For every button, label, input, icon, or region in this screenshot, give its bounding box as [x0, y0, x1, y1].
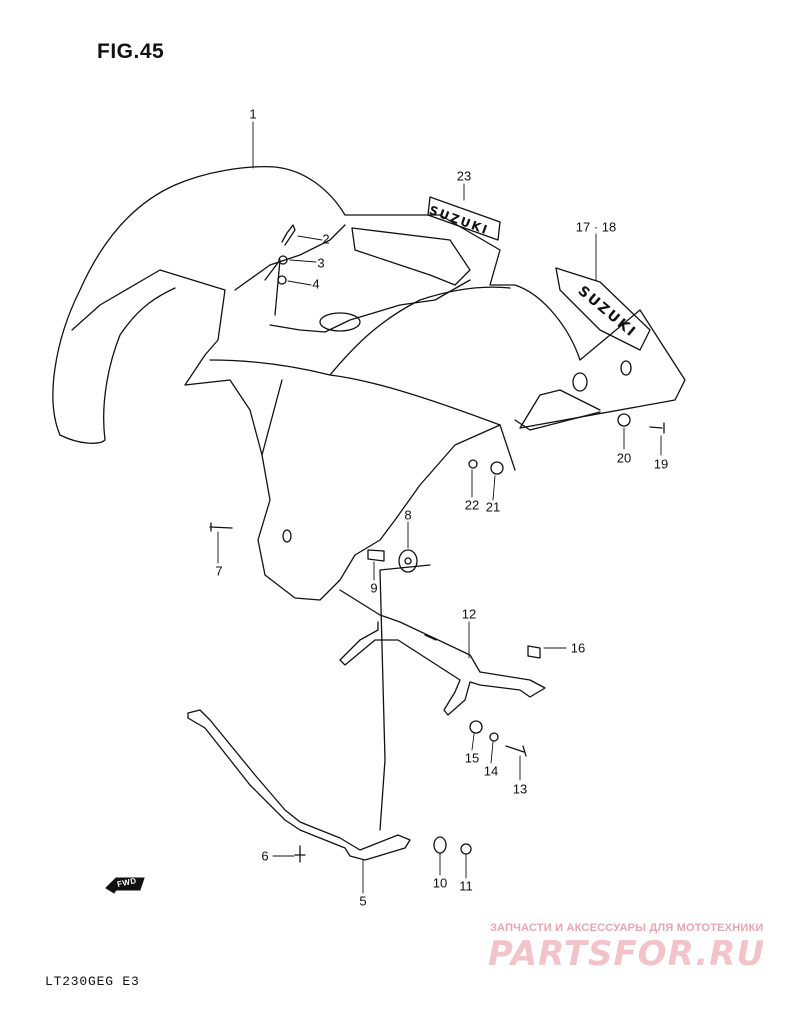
callout-16[interactable]: 16 — [570, 640, 586, 656]
brace-5 — [187, 564, 431, 861]
callout-10[interactable]: 10 — [432, 875, 448, 891]
callout-12[interactable]: 12 — [461, 606, 477, 622]
fasteners — [209, 224, 665, 863]
callout-2[interactable]: 2 — [322, 231, 330, 247]
callout-13[interactable]: 13 — [512, 781, 528, 797]
callout-4[interactable]: 4 — [312, 276, 320, 292]
callout-6[interactable]: 6 — [261, 848, 269, 864]
callout-17-18[interactable]: 17 · 18 — [575, 219, 617, 235]
model-code: LT230GEG E3 — [45, 974, 140, 989]
callout-8[interactable]: 8 — [404, 507, 412, 523]
watermark-logo: PARTSFOR.RU — [488, 934, 766, 974]
fwd-arrow-icon — [105, 877, 145, 894]
callout-11[interactable]: 11 — [459, 878, 473, 894]
watermark-tagline: ЗАПЧАСТИ И АКСЕССУАРЫ ДЛЯ МОТОТЕХНИКИ — [490, 922, 764, 934]
callout-1[interactable]: 1 — [249, 106, 257, 122]
small-emblem — [427, 196, 501, 241]
callout-15[interactable]: 15 — [464, 750, 480, 766]
rear-fender — [52, 166, 686, 601]
callout-9[interactable]: 9 — [370, 580, 378, 596]
callout-5[interactable]: 5 — [359, 893, 367, 909]
leader-lines — [217, 121, 662, 894]
callout-3[interactable]: 3 — [317, 255, 325, 271]
bracket-12 — [339, 589, 546, 716]
callout-14[interactable]: 14 — [483, 763, 499, 779]
fwd-arrow: FWD — [104, 874, 146, 899]
callout-19[interactable]: 19 — [653, 456, 669, 472]
callout-21[interactable]: 21 — [485, 499, 501, 515]
callout-23[interactable]: 23 — [456, 168, 472, 184]
callout-20[interactable]: 20 — [616, 450, 632, 466]
callout-22[interactable]: 22 — [464, 497, 480, 513]
large-emblem — [555, 267, 651, 392]
figure-title: FIG.45 — [97, 40, 165, 63]
callout-7[interactable]: 7 — [215, 563, 223, 579]
